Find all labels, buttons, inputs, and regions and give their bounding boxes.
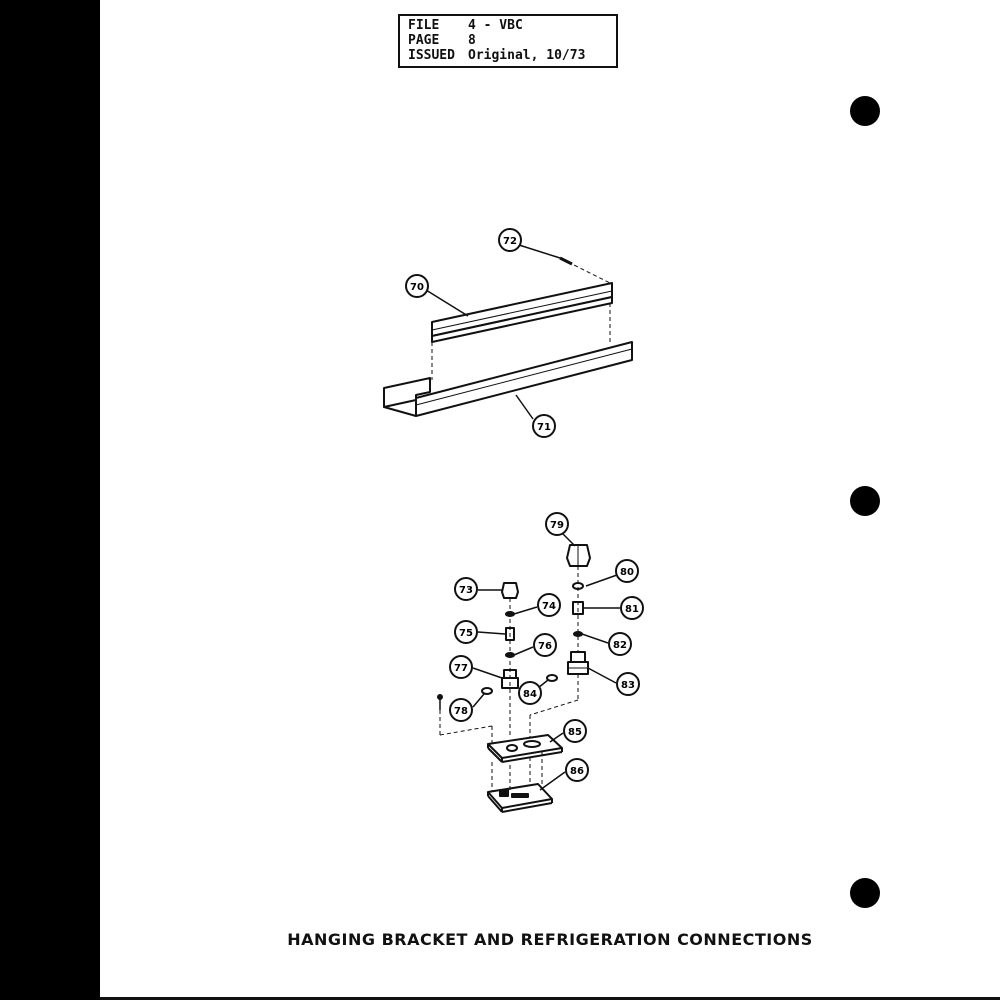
callout-70: 70 [405,274,429,298]
callout-86: 86 [565,758,589,782]
file-value: 4 - VBC [468,18,523,33]
callout-75: 75 [454,620,478,644]
assembly-alignment-lines [439,566,579,792]
punch-hole-middle [850,486,880,516]
page-value: 8 [468,33,476,48]
callout-83-text: 83 [621,680,635,691]
callout-75-text: 75 [459,628,473,639]
callout-83: 83 [616,672,640,696]
callout-74: 74 [537,593,561,617]
upper-hanging-bracket [431,282,613,343]
page-row: PAGE 8 [408,33,608,48]
issued-value: Original, 10/73 [468,48,586,63]
bracket-leader-lines [425,244,561,420]
callout-81: 81 [620,596,644,620]
file-info-box: FILE 4 - VBC PAGE 8 ISSUED Original, 10/… [398,14,618,68]
callout-76: 76 [533,633,557,657]
callout-bubbles: 72 70 71 79 80 73 [405,228,644,782]
file-row: FILE 4 - VBC [408,18,608,33]
callout-81-text: 81 [625,604,639,615]
callout-80: 80 [615,559,639,583]
callout-85: 85 [563,719,587,743]
callout-86-text: 86 [570,766,584,777]
base-plate [487,783,553,813]
fitting-leader-lines [472,533,620,791]
callout-82-text: 82 [613,640,627,651]
connection-plate [487,734,563,763]
diagram-caption: HANGING BRACKET AND REFRIGERATION CONNEC… [287,930,813,949]
sealing-caps [437,674,558,710]
callout-77: 77 [449,655,473,679]
bracket-alignment-lines [431,261,611,380]
callout-79: 79 [545,512,569,536]
bracket-screw [559,256,573,266]
callout-80-text: 80 [620,567,634,578]
issued-row: ISSUED Original, 10/73 [408,48,608,63]
callout-79-text: 79 [550,520,564,531]
callout-73-text: 73 [459,585,473,596]
callout-78: 78 [449,698,473,722]
file-label: FILE [408,18,440,33]
scan-left-edge [0,0,100,1000]
lower-channel-bracket [383,341,633,417]
callout-72: 72 [498,228,522,252]
callout-85-text: 85 [568,727,582,738]
callout-82: 82 [608,632,632,656]
callout-84: 84 [518,681,542,705]
callout-73: 73 [454,577,478,601]
page-label: PAGE [408,33,440,48]
callout-74-text: 74 [542,601,556,612]
callout-78-text: 78 [454,706,468,717]
callout-84-text: 84 [523,689,537,700]
callout-77-text: 77 [454,663,468,674]
callout-76-text: 76 [538,641,552,652]
callout-70-text: 70 [410,282,424,293]
callout-71-text: 71 [537,422,551,433]
scan-bottom-edge [100,997,1000,1000]
callout-71: 71 [532,414,556,438]
callout-72-text: 72 [503,236,517,247]
punch-hole-top [850,96,880,126]
punch-hole-bottom [850,878,880,908]
issued-label: ISSUED [408,48,455,63]
